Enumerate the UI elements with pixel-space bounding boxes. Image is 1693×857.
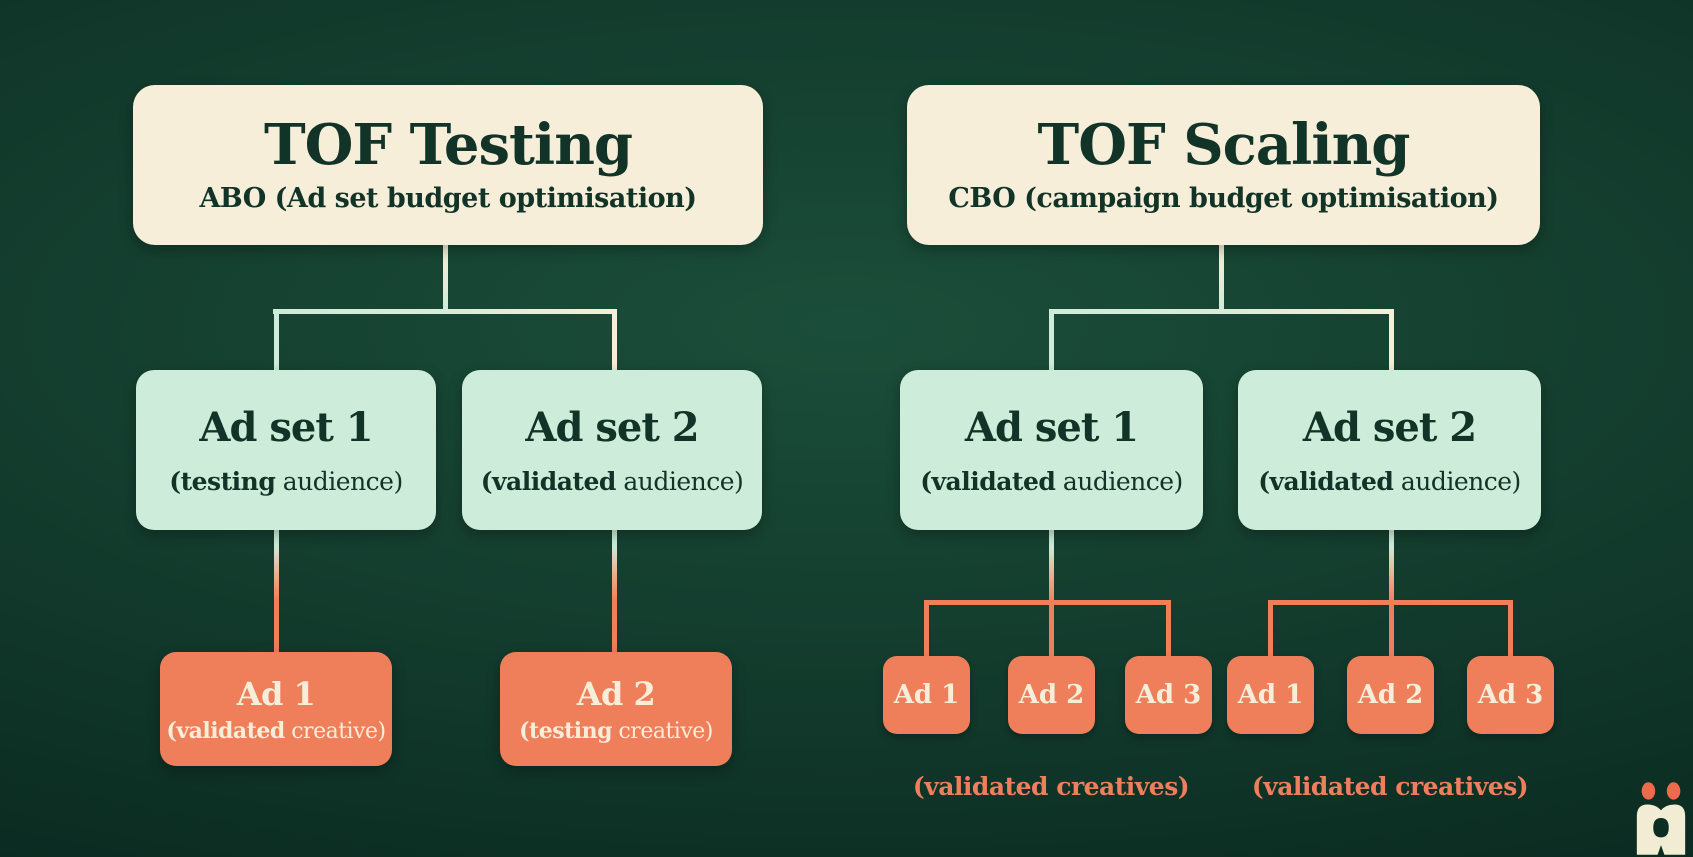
- right-adset1-box: Ad set 1 (validated audience): [900, 370, 1203, 530]
- left-ad2-title: Ad 2: [576, 674, 656, 713]
- left-ad2-box: Ad 2 (testing creative): [500, 652, 732, 766]
- right-adset2-subtitle: (validated audience): [1258, 467, 1521, 496]
- left-adset1-sub-bold: (testing: [169, 467, 276, 496]
- brand-logo-icon: [1636, 782, 1686, 855]
- left-adset2-subtitle: (validated audience): [481, 467, 744, 496]
- group1-caption: (validated creatives): [912, 772, 1190, 801]
- group2-ad1-title: Ad 1: [1237, 680, 1304, 710]
- left-adset1-box: Ad set 1 (testing audience): [136, 370, 436, 530]
- connector-group2-drop-left: [1268, 600, 1273, 658]
- connector-left-adset2-ad2: [612, 528, 617, 654]
- left-adset2-box: Ad set 2 (validated audience): [462, 370, 762, 530]
- group1-ad1-box: Ad 1: [883, 656, 970, 734]
- right-adset1-title: Ad set 1: [964, 404, 1139, 451]
- connector-left-horizontal: [273, 309, 617, 314]
- connector-group1-horizontal: [924, 600, 1171, 605]
- left-ad2-sub-bold: (testing: [519, 717, 612, 744]
- left-root-box: TOF Testing ABO (Ad set budget optimisat…: [133, 85, 763, 245]
- group2-caption: (validated creatives): [1251, 772, 1529, 801]
- group2-ad3-title: Ad 3: [1477, 680, 1544, 710]
- group2-ad2-box: Ad 2: [1347, 656, 1434, 734]
- brand-logo: [1632, 781, 1690, 857]
- left-adset2-title: Ad set 2: [525, 404, 699, 451]
- left-adset1-subtitle: (testing audience): [169, 467, 403, 496]
- connector-group1-drop-left: [924, 600, 929, 658]
- right-adset2-box: Ad set 2 (validated audience): [1238, 370, 1541, 530]
- left-ad1-sub-bold: (validated: [166, 717, 285, 744]
- left-adset2-sub-rest: audience): [615, 467, 744, 496]
- connector-right-drop-2: [1389, 309, 1394, 370]
- right-root-box: TOF Scaling CBO (campaign budget optimis…: [907, 85, 1540, 245]
- left-ad1-subtitle: (validated creative): [166, 717, 386, 744]
- connector-right-adset1-center: [1049, 528, 1054, 658]
- group1-ad3-box: Ad 3: [1125, 656, 1212, 734]
- left-ad2-sub-rest: creative): [611, 718, 713, 744]
- left-root-title: TOF Testing: [263, 112, 633, 179]
- right-adset2-title: Ad set 2: [1302, 404, 1477, 451]
- connector-group2-horizontal: [1268, 600, 1513, 605]
- group1-ad2-title: Ad 2: [1018, 680, 1085, 710]
- right-root-title: TOF Scaling: [1037, 112, 1411, 179]
- connector-left-drop-2: [612, 309, 617, 370]
- group2-ad3-box: Ad 3: [1467, 656, 1554, 734]
- group2-ad2-title: Ad 2: [1357, 680, 1424, 710]
- left-adset2-sub-bold: (validated: [480, 467, 617, 496]
- right-adset1-sub-bold: (validated: [920, 467, 1056, 496]
- right-adset2-sub-rest: audience): [1393, 467, 1521, 496]
- connector-left-drop-1: [274, 309, 279, 370]
- left-ad1-box: Ad 1 (validated creative): [160, 652, 392, 766]
- group1-ad1-title: Ad 1: [893, 680, 960, 710]
- connector-group2-drop-right: [1508, 600, 1513, 658]
- connector-left-adset1-ad1: [274, 528, 279, 654]
- group1-ad3-title: Ad 3: [1135, 680, 1202, 710]
- connector-right-root-vertical: [1219, 245, 1224, 311]
- left-ad1-title: Ad 1: [236, 674, 316, 713]
- left-adset1-sub-rest: audience): [275, 467, 403, 496]
- left-ad2-subtitle: (testing creative): [519, 718, 713, 744]
- left-root-subtitle: ABO (Ad set budget optimisation): [199, 182, 697, 214]
- group1-ad2-box: Ad 2: [1008, 656, 1095, 734]
- left-ad1-sub-rest: creative): [284, 718, 386, 744]
- right-adset1-sub-rest: audience): [1055, 467, 1183, 496]
- connector-right-adset2-center: [1389, 528, 1394, 658]
- connector-left-root-vertical: [443, 245, 448, 311]
- connector-group1-drop-right: [1166, 600, 1171, 658]
- right-adset2-sub-bold: (validated: [1258, 467, 1394, 496]
- right-root-subtitle: CBO (campaign budget optimisation): [948, 182, 1499, 214]
- connector-right-drop-1: [1049, 309, 1054, 370]
- connector-right-horizontal: [1049, 309, 1393, 314]
- left-adset1-title: Ad set 1: [199, 404, 373, 451]
- group2-ad1-box: Ad 1: [1227, 656, 1314, 734]
- right-adset1-subtitle: (validated audience): [920, 467, 1183, 496]
